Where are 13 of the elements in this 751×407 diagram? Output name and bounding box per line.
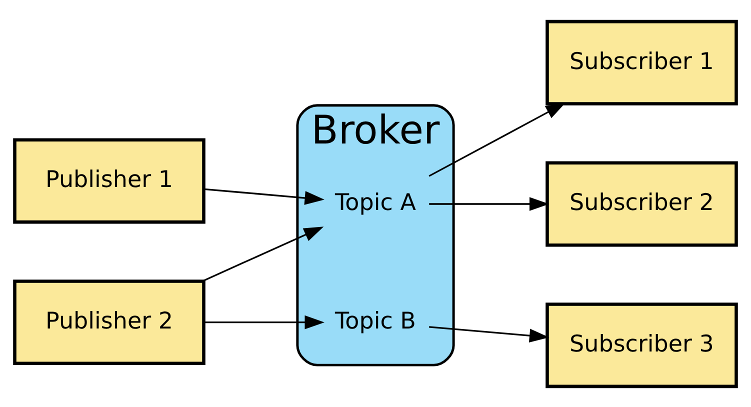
arrow — [428, 102, 566, 176]
arrow — [429, 196, 550, 210]
node-box: Publisher 2 — [13, 279, 206, 365]
node-box: Subscriber 2 — [546, 160, 738, 246]
node-box: Subscriber 3 — [546, 302, 738, 388]
node-text: Topic A — [335, 190, 416, 216]
arrow — [204, 314, 324, 329]
arrow — [204, 188, 324, 204]
arrow — [202, 226, 324, 282]
arrow — [429, 326, 550, 342]
node-box: Publisher 1 — [13, 138, 206, 224]
node-box: Subscriber 1 — [546, 19, 738, 105]
node-text: Topic B — [335, 308, 416, 334]
